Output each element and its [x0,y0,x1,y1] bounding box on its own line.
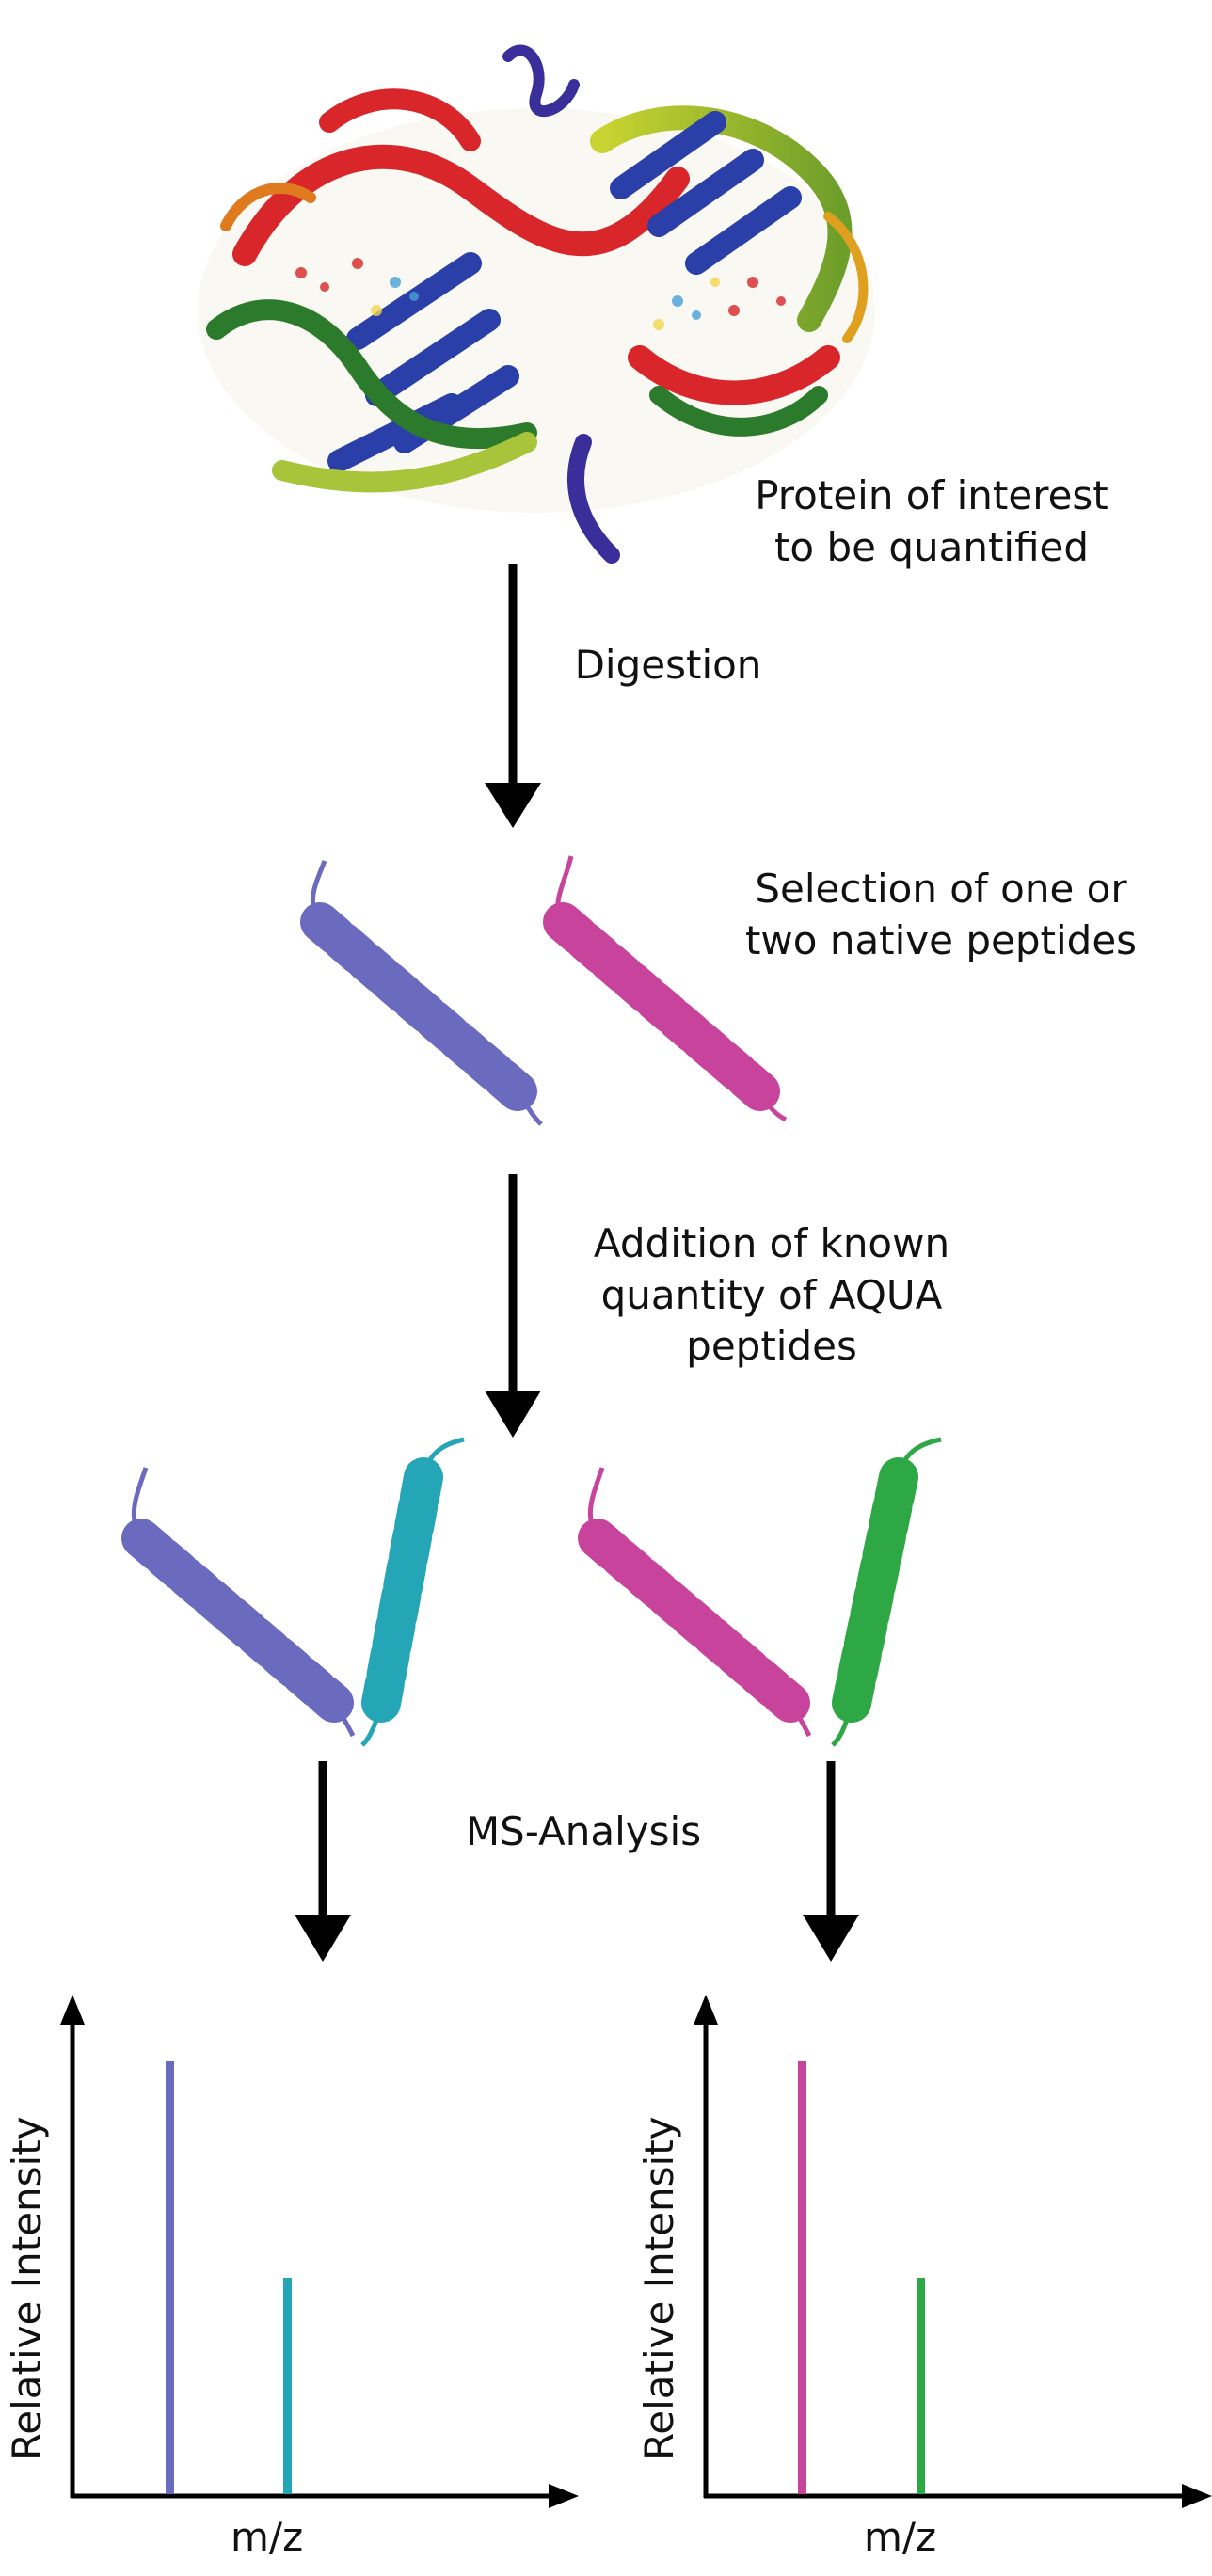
protein-structure [198,44,875,564]
chart-right-ylabel: Relative Intensity [636,2116,682,2460]
chart-right-xlabel: m/z [864,2514,937,2560]
chart-right-bar-2 [917,2278,925,2494]
label-protein: Protein of interest to be quantified [696,470,1167,573]
mixed-peptide-blue [121,1467,356,1738]
arrow-ms-left [295,1761,351,1962]
arrow-digestion [485,564,541,828]
chart-left-bar-1 [166,2061,174,2494]
chart-left-axes [60,1995,579,2508]
native-peptide-blue [300,860,543,1126]
label-addition: Addition of known quantity of AQUA pepti… [536,1218,1007,1373]
mixed-peptide-pink [578,1467,812,1738]
label-addition-line-1: Addition of known [593,1220,950,1266]
native-peptide-pink [543,855,788,1122]
label-selection-line-2: two native peptides [744,916,1138,963]
arrow-ms-right [803,1761,859,1962]
chart-left-bars [166,2061,292,2494]
label-digestion: Digestion [574,642,762,688]
aqua-peptide-cyan [360,1437,465,1747]
label-selection-line-1: Selection of one or [755,866,1127,912]
label-addition-line-2: quantity of AQUA [600,1271,943,1318]
aqua-peptide-green [831,1437,942,1747]
chart-left-xlabel: m/z [231,2514,304,2560]
label-protein-line-2: to be quantified [773,523,1090,570]
chart-right-axes [694,1995,1212,2508]
label-protein-line-1: Protein of interest [755,472,1108,518]
label-addition-line-3: peptides [686,1323,857,1370]
chart-right-bars [798,2061,925,2494]
arrow-addition [485,1174,541,1438]
chart-right-bar-1 [798,2061,806,2494]
chart-left-ylabel: Relative Intensity [4,2116,50,2460]
label-ms-analysis: MS-Analysis [465,1808,702,1854]
label-selection: Selection of one or two native peptides [696,864,1186,966]
chart-left-bar-2 [283,2278,292,2494]
